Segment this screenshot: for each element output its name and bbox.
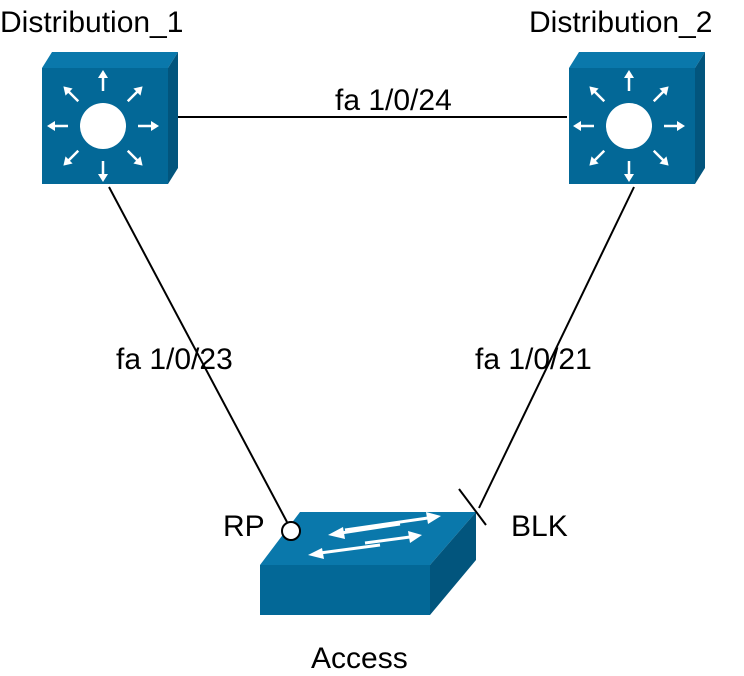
link-dist2-access [478,186,635,509]
distribution-2-label: Distribution_2 [529,6,712,39]
distribution-1-label: Distribution_1 [0,6,183,39]
device-top-face [42,52,178,68]
access-switch[interactable] [260,512,476,615]
device-front-face [260,565,430,615]
link-dist2-access-label: fa 1/0/21 [475,343,592,376]
link-dist1-access-label: fa 1/0/23 [116,343,233,376]
root-port-circle-icon [281,521,301,541]
layer3-switch-icon [571,68,687,184]
blocked-port-slash-icon [458,488,487,526]
device-top-face [260,512,476,565]
device-top-face [569,52,705,68]
link-dist1-access [108,186,288,523]
device-side-face [168,52,178,184]
root-port-label: RP [223,510,265,543]
distribution-2-switch[interactable] [569,52,705,184]
device-side-face [430,512,476,615]
device-side-face [695,52,705,184]
layer3-switch-icon [45,68,161,184]
blocked-port-label: BLK [511,510,568,543]
access-label: Access [311,642,408,675]
link-dist1-dist2-label: fa 1/0/24 [335,84,452,117]
workgroup-switch-icon [308,512,441,559]
distribution-1-switch[interactable] [42,52,178,184]
